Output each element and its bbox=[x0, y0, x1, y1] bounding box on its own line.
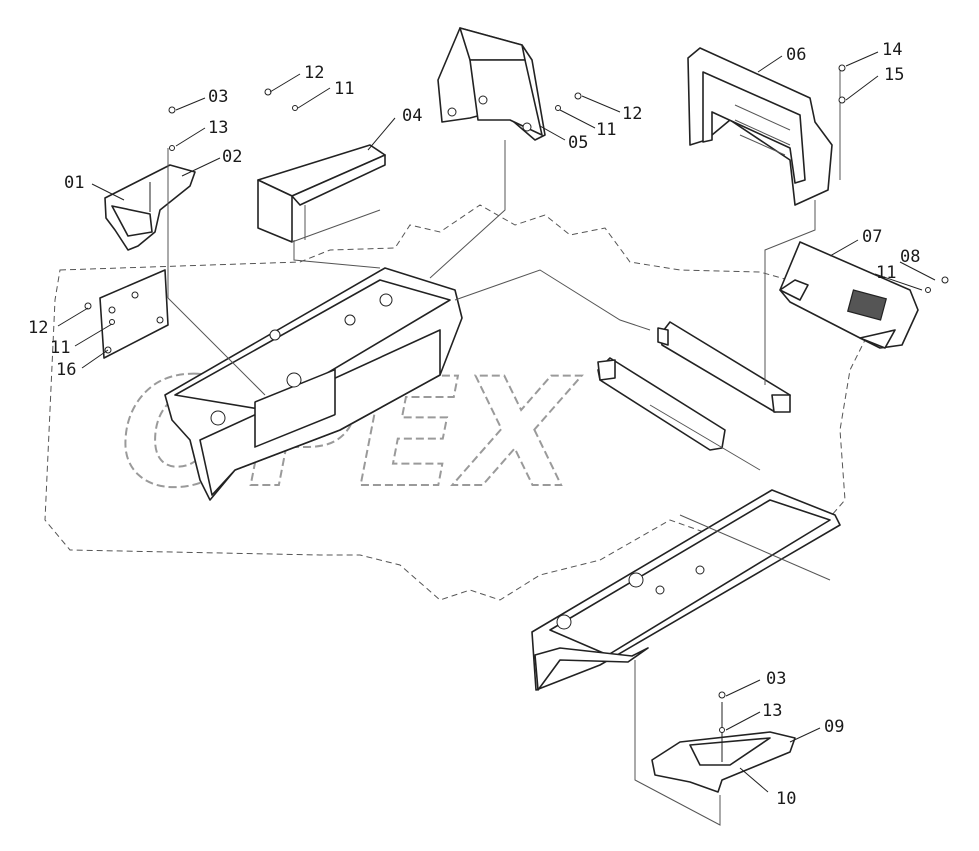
callout-01: 01 bbox=[64, 173, 84, 193]
callout-10: 10 bbox=[776, 789, 796, 809]
hardware-bolts bbox=[84, 64, 949, 733]
callout-14: 14 bbox=[882, 40, 902, 60]
part-04-box bbox=[257, 144, 386, 243]
callout-11: 11 bbox=[50, 338, 70, 358]
callout-11: 11 bbox=[334, 79, 354, 99]
callout-04: 04 bbox=[402, 106, 422, 126]
part-01-bracket bbox=[104, 164, 196, 251]
callout-11: 11 bbox=[596, 120, 616, 140]
part-05-cover bbox=[437, 27, 546, 141]
callout-16: 16 bbox=[56, 360, 76, 380]
callout-03: 03 bbox=[766, 669, 786, 689]
callout-05: 05 bbox=[568, 133, 588, 153]
callout-07: 07 bbox=[862, 227, 882, 247]
callout-15: 15 bbox=[884, 65, 904, 85]
main-rail-right bbox=[531, 489, 841, 691]
part-07-bracket bbox=[779, 241, 919, 349]
watermark-gear-icon bbox=[44, 204, 871, 601]
callout-12: 12 bbox=[28, 318, 48, 338]
main-frame-left bbox=[164, 267, 463, 501]
callout-13: 13 bbox=[208, 118, 228, 138]
assembly-lines bbox=[167, 70, 841, 826]
callout-08: 08 bbox=[900, 247, 920, 267]
part-06-frame bbox=[687, 47, 833, 206]
callout-09: 09 bbox=[824, 717, 844, 737]
callout-03: 03 bbox=[208, 87, 228, 107]
callout-13: 13 bbox=[762, 701, 782, 721]
callout-11: 11 bbox=[876, 263, 896, 283]
part-16-plate bbox=[99, 269, 169, 359]
part-09-bracket bbox=[651, 702, 796, 793]
cross-bar-lower bbox=[597, 357, 726, 451]
callout-leaders bbox=[57, 51, 936, 793]
callout-06: 06 bbox=[786, 45, 806, 65]
callout-12: 12 bbox=[622, 104, 642, 124]
callout-12: 12 bbox=[304, 63, 324, 83]
callout-02: 02 bbox=[222, 147, 242, 167]
cross-bar-upper bbox=[657, 321, 791, 413]
